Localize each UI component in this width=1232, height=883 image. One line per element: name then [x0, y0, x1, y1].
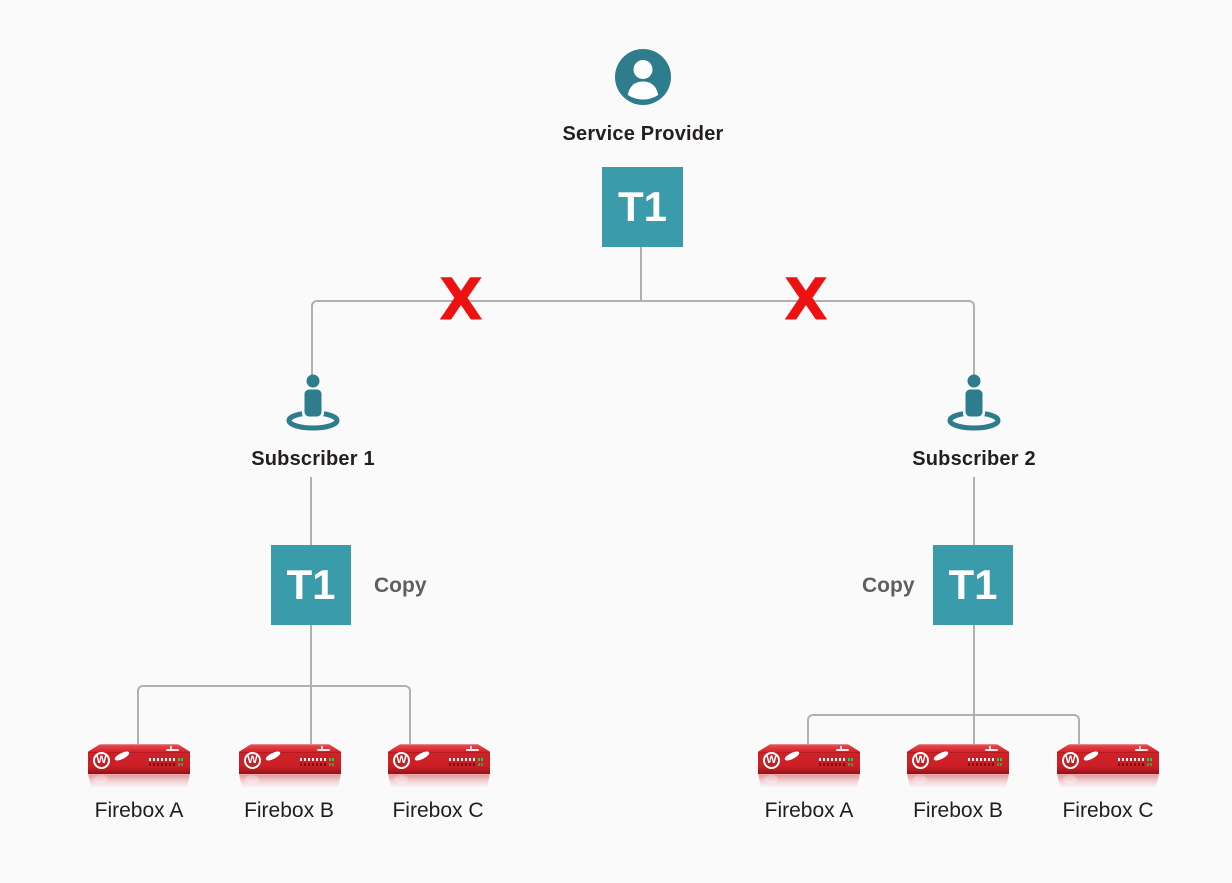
firebox-brand-mark [317, 746, 330, 751]
subscriber-2-t1-label: T1 [948, 561, 998, 608]
firebox-brand-mark [985, 746, 998, 751]
firebox-label: Firebox A [94, 799, 184, 822]
led-row-icon [1118, 763, 1144, 766]
watchguard-logo-icon: W [1062, 752, 1079, 769]
firebox-brand-mark [466, 746, 479, 751]
led-green-icon [1147, 763, 1153, 766]
service-provider-avatar-icon [615, 49, 671, 105]
led-green-icon [178, 763, 184, 766]
firebox-reflection [388, 774, 490, 788]
firebox-device: W [1057, 744, 1159, 790]
firebox-device: W [758, 744, 860, 790]
subscriber-2-upper-line [973, 477, 975, 545]
firebox-brand-mark [1135, 746, 1148, 751]
firebox-chassis: W [907, 744, 1009, 774]
firebox-label: Firebox C [392, 799, 484, 822]
led-green-icon [1147, 758, 1153, 761]
led-green-icon [848, 758, 854, 761]
firebox-device: W [239, 744, 341, 790]
firebox-reflection [1057, 774, 1159, 788]
led-green-icon [329, 758, 335, 761]
led-row-icon [449, 758, 475, 761]
led-row-icon [300, 763, 326, 766]
firebox-reflection [88, 774, 190, 788]
led-row-icon [300, 758, 326, 761]
logo-swoosh-icon [113, 749, 131, 763]
root-t1-drop-line [640, 247, 642, 301]
logo-swoosh-icon [932, 749, 950, 763]
subscriber-2-person-icon [947, 374, 1001, 431]
firebox-brand-mark [166, 746, 179, 751]
link-break-left: X [438, 265, 484, 334]
firebox-brand-mark [836, 746, 849, 751]
watchguard-logo-icon: W [912, 752, 929, 769]
link-break-right: X [783, 265, 829, 334]
subscriber-1-label: Subscriber 1 [251, 448, 375, 470]
firebox-device: W [907, 744, 1009, 790]
firebox-reflection [758, 774, 860, 788]
main-bus-connector [311, 300, 975, 377]
logo-swoosh-icon [1082, 749, 1100, 763]
logo-swoosh-icon [413, 749, 431, 763]
led-row-icon [968, 758, 994, 761]
led-green-icon [997, 763, 1003, 766]
subscriber-1-upper-line [310, 477, 312, 545]
subscriber-1-person-icon [286, 374, 340, 431]
firebox-chassis: W [388, 744, 490, 774]
led-green-icon [178, 758, 184, 761]
firebox-label: Firebox B [244, 799, 334, 822]
led-row-icon [819, 758, 845, 761]
led-row-icon [819, 763, 845, 766]
led-row-icon [449, 763, 475, 766]
subscriber-2-t1-box: T1 [933, 545, 1013, 625]
firebox-chassis: W [758, 744, 860, 774]
subscriber-2-lower-line [973, 625, 975, 745]
subscriber-2-copy-label: Copy [862, 574, 915, 597]
led-green-icon [329, 763, 335, 766]
led-green-icon [478, 763, 484, 766]
led-row-icon [149, 758, 175, 761]
watchguard-logo-icon: W [244, 752, 261, 769]
led-green-icon [848, 763, 854, 766]
firebox-label: Firebox B [913, 799, 1003, 822]
watchguard-logo-icon: W [393, 752, 410, 769]
firebox-reflection [239, 774, 341, 788]
watchguard-logo-icon: W [763, 752, 780, 769]
logo-swoosh-icon [783, 749, 801, 763]
led-row-icon [968, 763, 994, 766]
firebox-reflection [907, 774, 1009, 788]
watchguard-logo-icon: W [93, 752, 110, 769]
led-row-icon [149, 763, 175, 766]
root-t1-label: T1 [617, 183, 667, 230]
firebox-device: W [88, 744, 190, 790]
subscriber-1-t1-box: T1 [271, 545, 351, 625]
subscriber-1-t1-label: T1 [286, 561, 336, 608]
firebox-chassis: W [88, 744, 190, 774]
logo-swoosh-icon [264, 749, 282, 763]
firebox-label: Firebox C [1062, 799, 1154, 822]
firebox-chassis: W [239, 744, 341, 774]
subscriber-2-firebox-bus [807, 714, 1080, 745]
firebox-label: Firebox A [764, 799, 854, 822]
firebox-device: W [388, 744, 490, 790]
led-green-icon [478, 758, 484, 761]
led-green-icon [997, 758, 1003, 761]
firebox-chassis: W [1057, 744, 1159, 774]
subscriber-1-firebox-bus [137, 685, 411, 745]
led-row-icon [1118, 758, 1144, 761]
service-provider-label: Service Provider [562, 123, 724, 145]
subscriber-1-copy-label: Copy [374, 574, 427, 597]
subscriber-2-label: Subscriber 2 [912, 448, 1036, 470]
root-t1-box: T1 [602, 167, 683, 247]
